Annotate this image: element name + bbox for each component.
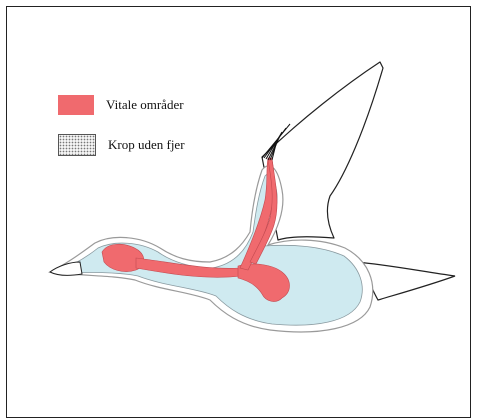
legend-item-body: Krop uden fjer xyxy=(58,135,185,155)
body-swatch xyxy=(58,134,96,156)
vital-label: Vitale områder xyxy=(106,97,184,113)
legend-item-vital: Vitale områder xyxy=(58,95,185,115)
body-label: Krop uden fjer xyxy=(108,137,185,153)
legend: Vitale områder Krop uden fjer xyxy=(58,95,185,175)
vital-swatch xyxy=(58,95,94,115)
beak xyxy=(50,262,82,275)
